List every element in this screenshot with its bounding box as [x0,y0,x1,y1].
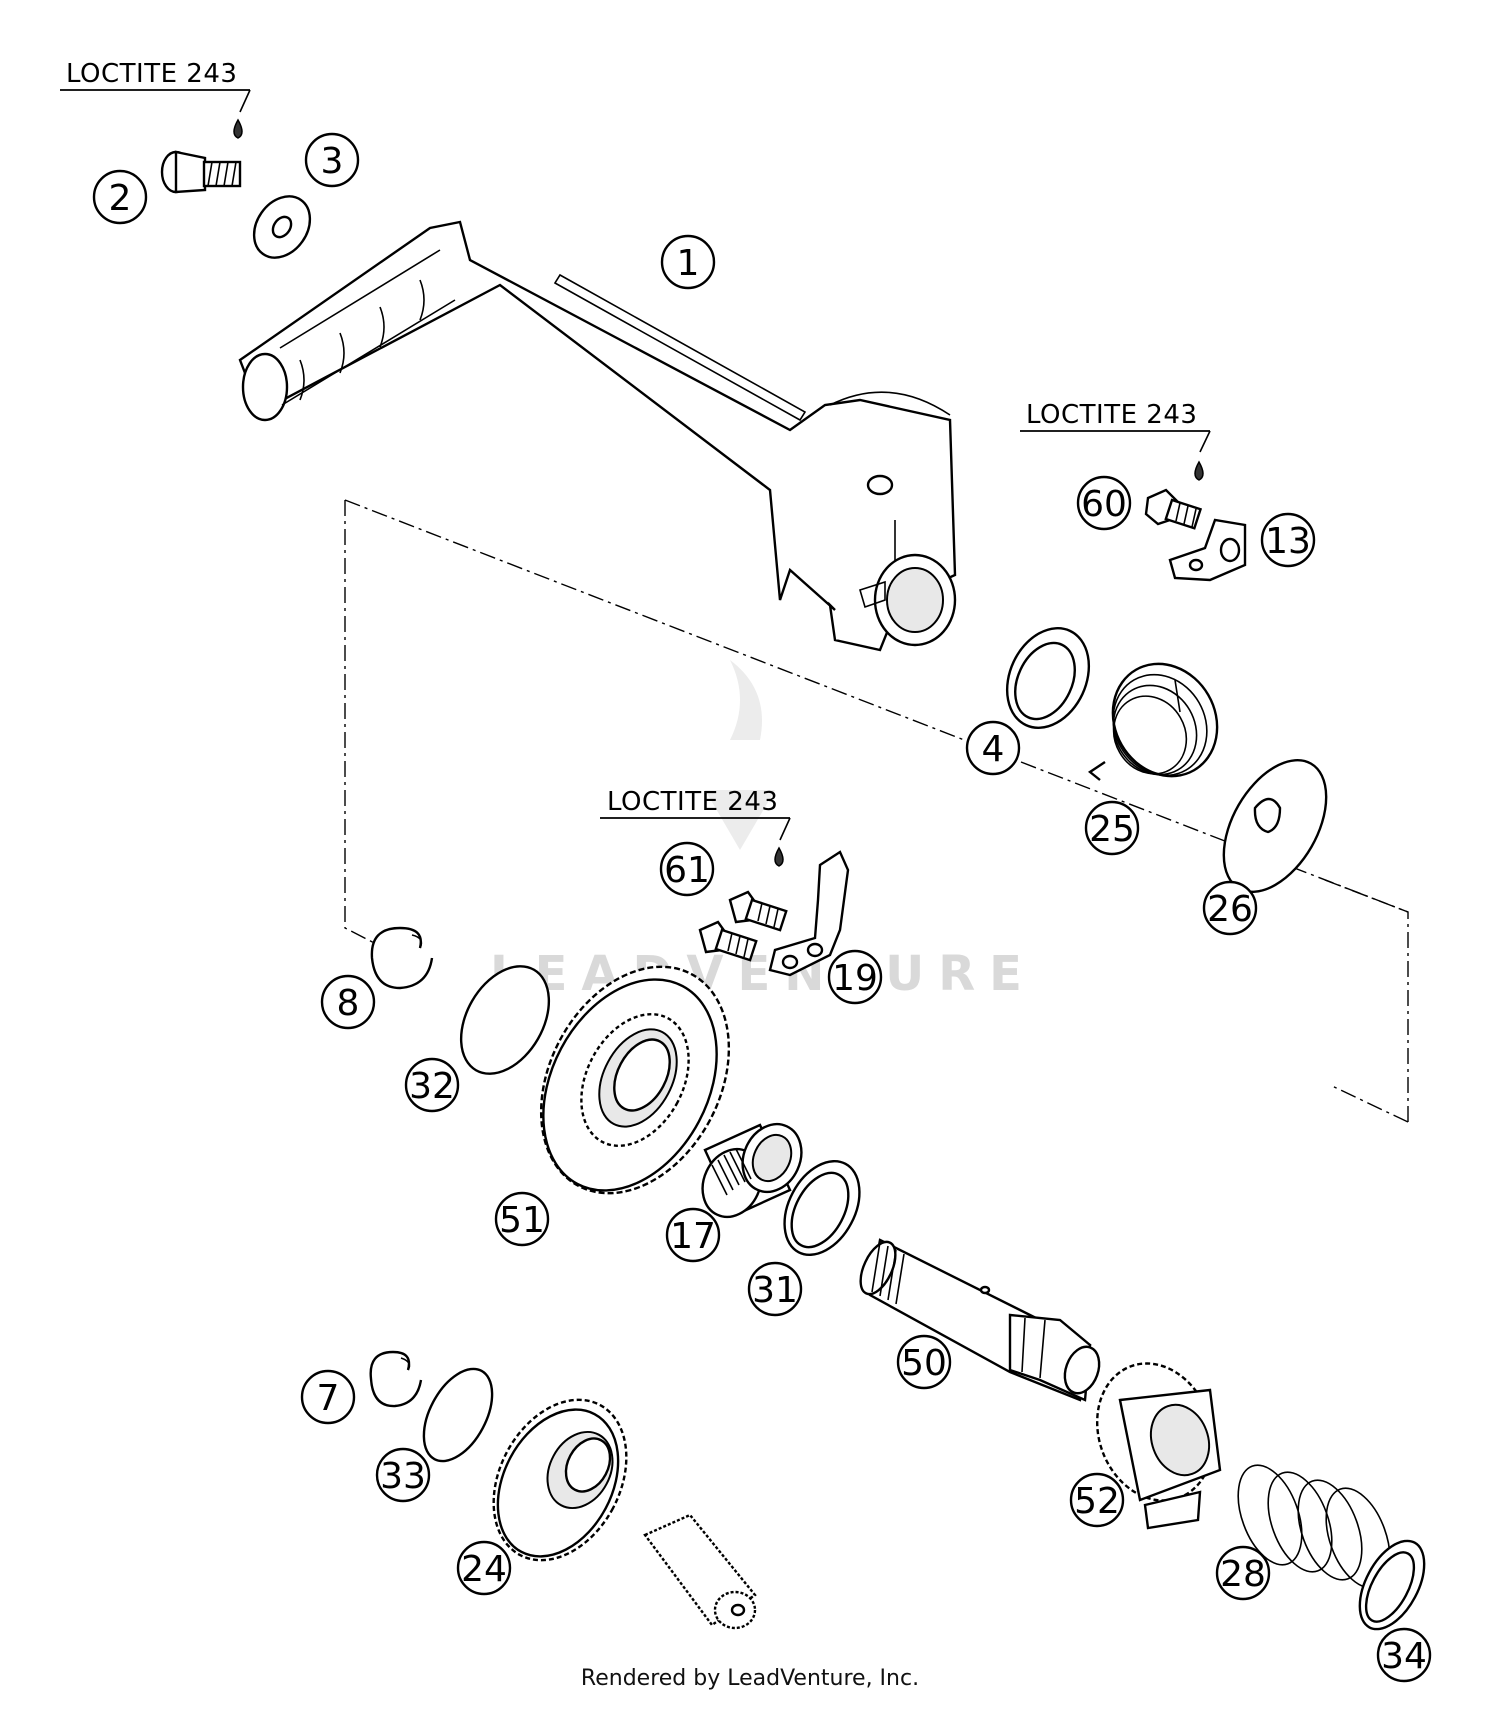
svg-text:34: 34 [1381,1636,1427,1677]
svg-text:4: 4 [982,729,1005,770]
callout-1: 1 [660,234,716,290]
callout-61: 61 [659,841,715,897]
svg-text:7: 7 [317,1378,340,1419]
callout-17: 17 [665,1207,721,1263]
svg-text:17: 17 [670,1216,716,1257]
callout-2: 2 [92,169,148,225]
callout-34: 34 [1376,1627,1432,1683]
callout-13: 13 [1260,512,1316,568]
callout-24: 24 [456,1540,512,1596]
part-13-bracket [1168,518,1247,582]
assembly-guide-lines [344,499,1409,1123]
part-2-countersunk-screw [160,150,242,194]
callout-60: 60 [1076,475,1132,531]
idler-shaft-pin [643,1513,757,1630]
svg-text:19: 19 [832,958,878,999]
adhesive-drop-icon [233,118,243,139]
part-28-coil-spring [1237,1464,1391,1589]
part-34-washer [1358,1539,1426,1631]
svg-text:26: 26 [1207,889,1253,930]
callout-7: 7 [300,1369,356,1425]
part-61-bolts [698,890,788,962]
watermark-text: LEADVENTURE [490,946,1036,1002]
callout-3: 3 [304,132,360,188]
loctite-label: LOCTITE 243 [66,59,237,89]
svg-text:13: 13 [1265,521,1311,562]
svg-text:2: 2 [109,178,132,219]
part-7-circlip [369,1350,423,1408]
part-24-idler-gear [492,1398,628,1562]
loctite-note-top: LOCTITE 243 [60,59,251,139]
callout-8: 8 [320,974,376,1030]
part-51-kick-gear [539,965,731,1195]
svg-text:1: 1 [677,243,700,284]
part-33-washer [422,1367,494,1463]
callout-19: 19 [827,949,883,1005]
svg-text:61: 61 [664,850,710,891]
svg-text:51: 51 [499,1200,545,1241]
part-25-kick-spring [1087,662,1219,781]
callout-25: 25 [1084,800,1140,856]
svg-text:25: 25 [1089,809,1135,850]
adhesive-drop-icon [1194,460,1204,481]
loctite-label: LOCTITE 243 [607,787,778,817]
callout-51: 51 [494,1191,550,1247]
svg-text:33: 33 [380,1456,426,1497]
loctite-note-right: LOCTITE 243 [1020,400,1211,481]
part-60-bolt [1144,488,1203,530]
svg-text:60: 60 [1081,484,1127,525]
svg-text:31: 31 [752,1270,798,1311]
callout-28: 28 [1215,1545,1271,1601]
watermark: LEADVENTURE [490,660,1036,1002]
callout-50: 50 [896,1334,952,1390]
part-17-needle-bearing [701,1122,803,1219]
callout-26: 26 [1202,880,1258,936]
adhesive-drop-icon [774,846,784,867]
part-19-stop-bracket [768,850,850,977]
part-50-kick-shaft [859,1238,1101,1402]
svg-text:52: 52 [1074,1481,1120,1522]
part-8-circlip [370,926,434,990]
part-32-washer [459,965,551,1075]
part-1-kick-start-lever [238,220,957,652]
part-52-ratchet-gear [1095,1362,1222,1530]
callouts: 1 2 3 4 7 8 13 17 19 24 25 26 28 31 32 3… [92,132,1432,1683]
svg-text:28: 28 [1220,1554,1266,1595]
svg-text:3: 3 [321,141,344,182]
callout-33: 33 [375,1447,431,1503]
svg-text:8: 8 [337,983,360,1024]
part-3-washer [252,195,312,259]
svg-text:32: 32 [409,1066,455,1107]
part-4-ring [1005,627,1091,729]
svg-text:24: 24 [461,1549,507,1590]
loctite-note-middle: LOCTITE 243 [600,787,791,867]
render-credit: Rendered by LeadVenture, Inc. [580,1666,920,1691]
part-26-disc [1222,759,1328,893]
callout-52: 52 [1069,1472,1125,1528]
part-31-washer [783,1160,861,1256]
callout-32: 32 [404,1057,460,1113]
callout-4: 4 [965,720,1021,776]
svg-text:50: 50 [901,1343,947,1384]
loctite-label: LOCTITE 243 [1026,400,1197,430]
callout-31: 31 [747,1261,803,1317]
